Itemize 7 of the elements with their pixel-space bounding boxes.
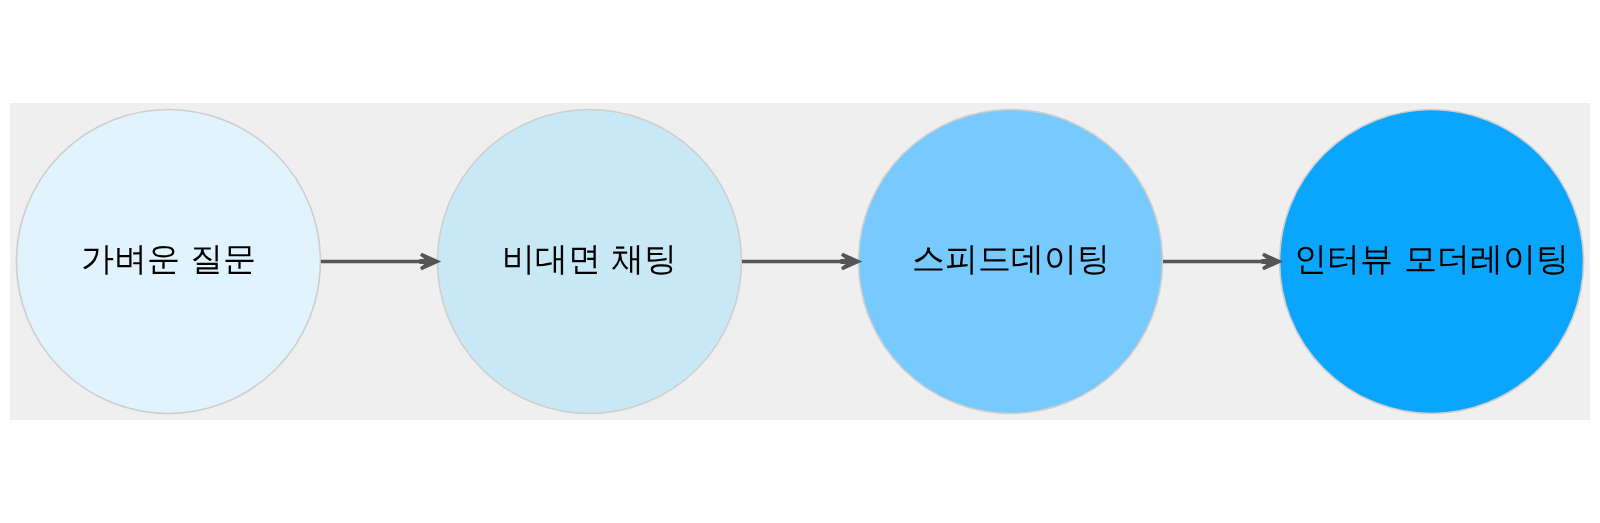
node-circle: 가벼운 질문 — [15, 108, 322, 415]
arrow — [741, 252, 860, 271]
arrow — [1162, 252, 1281, 271]
node-circle: 스피드데이팅 — [857, 108, 1164, 415]
arrow — [320, 252, 439, 271]
node-circle: 비대면 채팅 — [436, 108, 743, 415]
node-circle: 인터뷰 모더레이팅 — [1278, 108, 1585, 415]
